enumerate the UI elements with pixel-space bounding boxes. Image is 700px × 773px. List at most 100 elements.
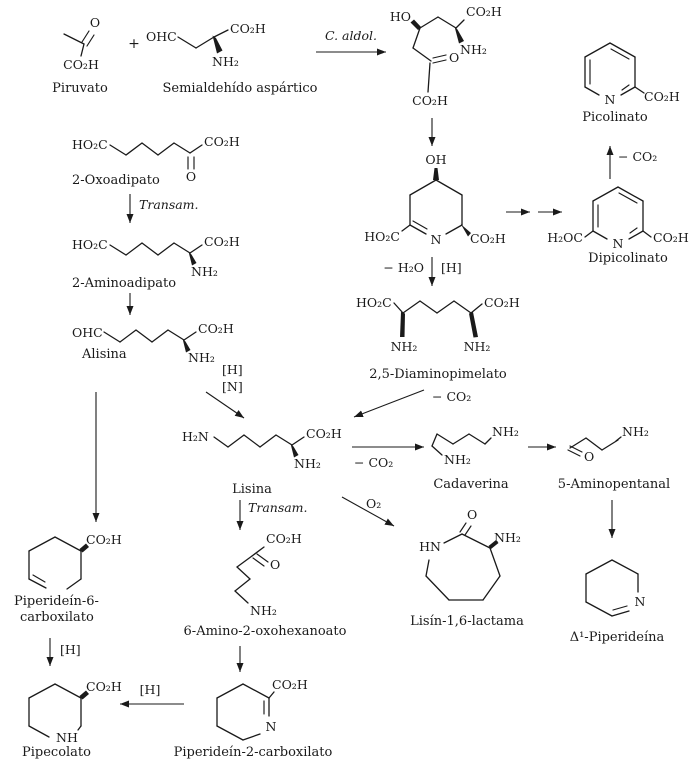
label-c-aldol: C. aldol. [325, 28, 377, 43]
name-piperidein6-line2: carboxilato [20, 610, 94, 625]
formula-pip6-co2h: CO₂H [86, 532, 122, 547]
structure-piperidein2: N CO₂H [216, 677, 308, 741]
wedge-bond [182, 338, 191, 353]
formula-diam-ho2c: HO₂C [356, 295, 392, 310]
formula-pipe-nh: NH [56, 730, 78, 745]
formula-semi-ohc: OHC [146, 29, 177, 44]
formula-pipe-co2h: CO₂H [86, 679, 122, 694]
formula-cad-nh2-top: NH₂ [492, 424, 519, 439]
structure-diaminopimelato: HO₂C CO₂H NH₂ NH₂ [356, 295, 520, 354]
structure-aminopentanal: O NH₂ [567, 424, 649, 464]
formula-cyc-co2h: CO₂H [470, 231, 506, 246]
wedge-bond [410, 19, 422, 30]
name-alisina: Alisina [81, 347, 127, 362]
label-n-alisina: [N] [222, 379, 243, 394]
label-h-alisina: [H] [222, 362, 243, 377]
structure-cadaverina: NH₂ NH₂ [431, 424, 519, 467]
formula-dipic-n: N [613, 236, 624, 251]
structure-oxoadipato: HO₂C CO₂H O [72, 134, 240, 184]
name-lactama: Lisín-1,6-lactama [410, 614, 524, 629]
label-h-pip2: [H] [140, 682, 161, 697]
formula-pip2-co2h: CO₂H [272, 677, 308, 692]
formula-pent-nh2: NH₂ [622, 424, 649, 439]
wedge-bond [454, 26, 464, 44]
formula-amino-ho2c: HO₂C [72, 237, 108, 252]
formula-hex-o: O [270, 557, 280, 572]
formula-pent-o: O [584, 449, 594, 464]
name-pipecolato: Pipecolato [22, 745, 91, 760]
wedge-bond [79, 543, 89, 553]
formula-lac-o: O [467, 507, 477, 522]
formula-pic-n: N [605, 92, 616, 107]
formula-ali-nh2: NH₂ [188, 350, 215, 365]
name-piperidein2: Piperideín-2-carboxilato [174, 745, 333, 760]
wedge-bond [400, 312, 405, 337]
label-minus-h2o: − H₂O [383, 260, 424, 275]
structure-dipicolinato: N H₂OC CO₂H [547, 186, 689, 251]
wedge-bond [469, 312, 478, 338]
formula-ali-co2h: CO₂H [198, 321, 234, 336]
formula-amino-co2h: CO₂H [204, 234, 240, 249]
structure-aminooxohexanoato: CO₂H O NH₂ [234, 531, 302, 618]
label-transam-2: Transam. [248, 500, 308, 515]
structure-lisina: H₂N CO₂H NH₂ [182, 426, 342, 471]
formula-lis-co2h: CO₂H [306, 426, 342, 441]
formula-cyc-oh: OH [425, 152, 446, 167]
name-aminooxohexanoato: 6-Amino-2-oxohexanoato [184, 624, 347, 639]
formula-oxo-co2h: CO₂H [204, 134, 240, 149]
plus-sign: + [128, 36, 140, 52]
name-oxoadipato: 2-Oxoadipato [72, 173, 160, 188]
name-semialdehido: Semialdehído aspártico [162, 81, 317, 96]
arrow-lisina-to-lactama [341, 496, 395, 527]
label-o2: O₂ [366, 496, 381, 511]
formula-dipic-co2h: CO₂H [653, 230, 689, 245]
formula-aldol-nh2: NH₂ [460, 42, 487, 57]
wedge-bond [290, 443, 299, 458]
name-lisina: Lisina [232, 482, 272, 497]
arrow-diaminopimelato-to-lisina [353, 389, 425, 418]
label-minus-co2-cadaverina: − CO₂ [354, 455, 393, 470]
formula-cyc-n: N [431, 232, 442, 247]
formula-piruvato-co2h: CO₂H [63, 57, 99, 72]
formula-aldol-co2h-bottom: CO₂H [412, 93, 448, 108]
wedge-bond [188, 251, 197, 266]
formula-pic-co2h: CO₂H [644, 89, 680, 104]
label-h-pip6: [H] [60, 642, 81, 657]
wedge-bond [433, 168, 439, 180]
formula-lis-h2n: H₂N [182, 429, 209, 444]
name-piperideina: Δ¹-Piperideína [570, 630, 665, 645]
structure-semialdehido: OHC CO₂H NH₂ [146, 21, 266, 69]
structure-picolinato: N CO₂H [584, 42, 680, 107]
formula-dipic-h2oc: H₂OC [547, 230, 583, 245]
formula-oxo-o: O [186, 169, 196, 184]
structure-piperidein6: CO₂H [28, 532, 122, 590]
formula-hex-nh2: NH₂ [250, 603, 277, 618]
structure-pipecolato: NH CO₂H [28, 679, 122, 745]
formula-lis-nh2: NH₂ [294, 456, 321, 471]
formula-lac-nh2: NH₂ [494, 530, 521, 545]
structure-aldol-product: HO CO₂H NH₂ O CO₂H [390, 4, 502, 108]
formula-aldol-o: O [449, 50, 459, 65]
formula-ali-ohc: OHC [72, 325, 103, 340]
formula-amino-nh2: NH₂ [191, 264, 218, 279]
name-piruvato: Piruvato [52, 81, 108, 96]
formula-aldol-ho: HO [390, 9, 411, 24]
formula-dpip-n: N [635, 594, 646, 609]
label-minus-co2-picolinato: − CO₂ [618, 149, 657, 164]
structure-alisina: OHC CO₂H NH₂ [72, 321, 234, 365]
structure-piruvato: O CO₂H [63, 15, 100, 72]
formula-semi-nh2: NH₂ [212, 54, 239, 69]
formula-cad-nh2-bottom: NH₂ [444, 452, 471, 467]
formula-lac-hn: HN [419, 539, 441, 554]
structure-dihydrodipicolinato: N OH HO₂C CO₂H [364, 152, 506, 247]
formula-oxo-ho2c: HO₂C [72, 137, 108, 152]
name-aminoadipato: 2-Aminoadipato [72, 276, 176, 291]
formula-diam-nh2-right: NH₂ [464, 339, 491, 354]
formula-semi-co2h: CO₂H [230, 21, 266, 36]
name-cadaverina: Cadaverina [433, 477, 509, 492]
arrow-alisina-to-lisina [205, 391, 245, 419]
wedge-bond [460, 223, 471, 237]
formula-aldol-co2h-top: CO₂H [466, 4, 502, 19]
